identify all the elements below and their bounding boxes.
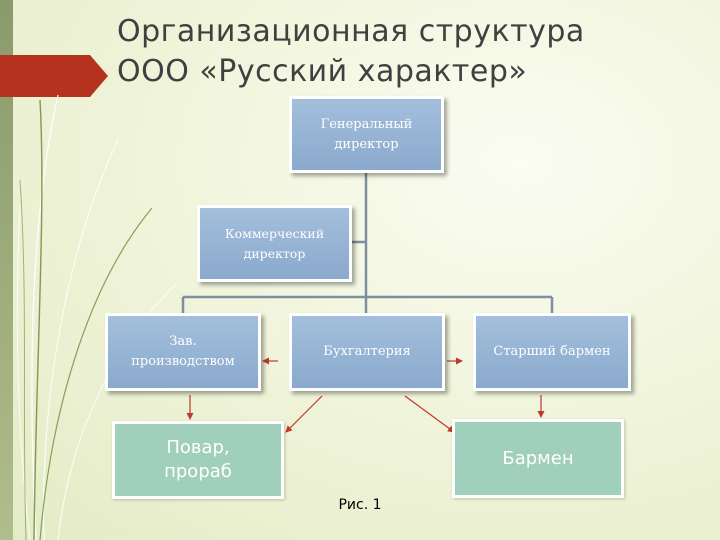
- relation-arrows: [186, 357, 545, 433]
- figure-caption: Рис. 1: [338, 497, 382, 513]
- arrow-accounting-to-cook: [285, 395, 323, 433]
- node-label: Бухгалтерия: [323, 344, 411, 359]
- slide-title-line-2: ООО «Русский характер»: [117, 54, 528, 89]
- node-barman: Бармен: [452, 419, 624, 498]
- slide-title-line-1: Организационная структура: [117, 14, 585, 49]
- arrow-accounting-to-barman: [404, 395, 455, 433]
- node-accounting: Бухгалтерия: [289, 313, 445, 391]
- accent-arrow-icon: [0, 55, 108, 97]
- hierarchy-connector-lines: [181, 173, 554, 313]
- node-label: Генеральный директор: [320, 116, 413, 152]
- node-label: Бармен: [502, 447, 574, 469]
- node-cook-foreman: Повар, прораб: [112, 421, 284, 499]
- node-general-director: Генеральный директор: [289, 96, 444, 173]
- slide-title: Организационная структура ООО «Русский х…: [117, 12, 707, 92]
- left-decorative-bar: [0, 0, 13, 540]
- node-label: Старший бармен: [493, 344, 611, 359]
- node-senior-barman: Старший бармен: [473, 313, 631, 391]
- node-label: Зав. производством: [131, 334, 235, 369]
- node-label: Коммерческий директор: [224, 225, 325, 261]
- node-commercial-director: Коммерческий директор: [197, 205, 352, 282]
- node-head-of-production: Зав. производством: [105, 313, 261, 391]
- node-label: Повар, прораб: [164, 437, 232, 482]
